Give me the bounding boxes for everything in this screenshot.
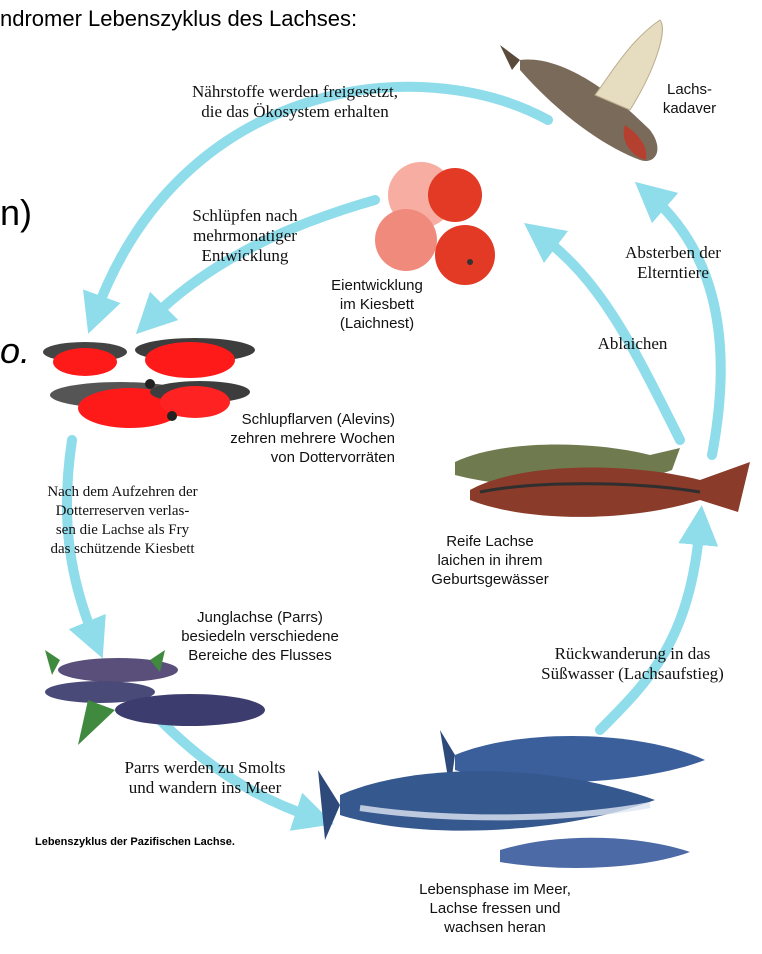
label-naehrstoffe: Nährstoffe werden freigesetzt, die das Ö… [150, 82, 440, 122]
label-ablaichen: Ablaichen [580, 334, 685, 354]
label-alevins: Schlupflarven (Alevins) zehren mehrere W… [185, 410, 395, 467]
background-fragment-2: o. [0, 330, 30, 372]
label-reife-lachse: Reife Lachse laichen in ihrem Geburtsgew… [410, 532, 570, 589]
label-schluepfen: Schlüpfen nach mehrmonatiger Entwicklung [170, 206, 320, 266]
label-rueckwanderung: Rückwanderung in das Süßwasser (Lachsauf… [510, 644, 755, 684]
label-smolts: Parrs werden zu Smolts und wandern ins M… [100, 758, 310, 798]
page-title: ndromer Lebenszyklus des Lachses: [0, 6, 357, 32]
label-aufzehren: Nach dem Aufzehren der Dotterreserven ve… [10, 483, 235, 559]
label-lachskadaver: Lachs- kadaver [642, 80, 737, 118]
figure-caption: Lebenszyklus der Pazifischen Lachse. [35, 836, 235, 848]
label-absterben: Absterben der Elterntiere [608, 243, 738, 283]
mature-salmon [455, 445, 750, 517]
ocean-salmon [318, 730, 705, 868]
background-fragment-1: n) [0, 192, 32, 234]
label-meer: Lebensphase im Meer, Lachse fressen und … [395, 880, 595, 937]
salmon-eggs [375, 162, 495, 285]
salmon-carcass [500, 20, 662, 161]
label-parrs: Junglachse (Parrs) besiedeln verschieden… [155, 608, 365, 665]
label-eientwicklung: Eientwicklung im Kiesbett (Laichnest) [312, 276, 442, 333]
